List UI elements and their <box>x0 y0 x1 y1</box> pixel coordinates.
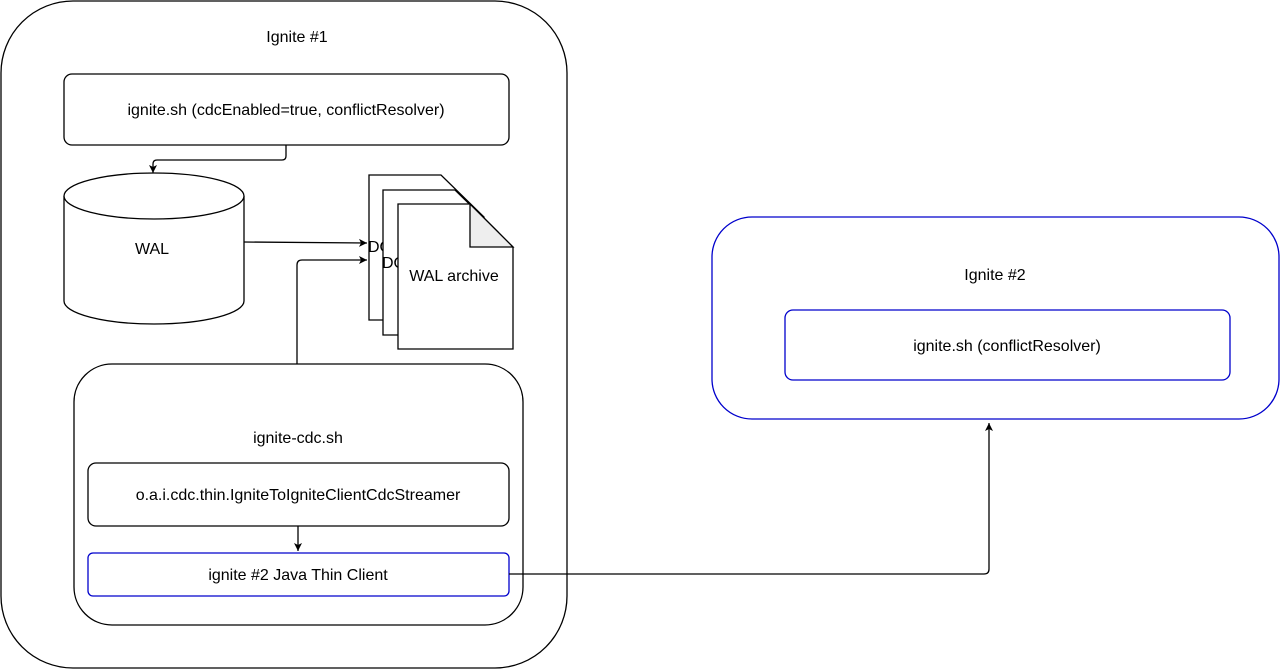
wal-label: WAL <box>135 241 169 258</box>
arrow-wal-to-archive <box>243 238 368 247</box>
arrow-cdc-to-archive <box>296 256 367 364</box>
ignite2-title: Ignite #2 <box>964 267 1025 284</box>
streamer-label: o.a.i.cdc.thin.IgniteToIgniteClientCdcSt… <box>136 487 461 504</box>
thin-client-label: ignite #2 Java Thin Client <box>208 567 388 584</box>
doc-front-fold <box>469 202 515 248</box>
ignite1-title: Ignite #1 <box>266 29 327 46</box>
wal-cylinder[interactable] <box>63 172 245 325</box>
ignite2-server-label: ignite.sh (conflictResolver) <box>913 338 1101 355</box>
wal-archive-label: WAL archive <box>409 268 499 285</box>
cdc-title: ignite-cdc.sh <box>253 430 343 447</box>
arrow-client-to-ignite2 <box>509 423 993 575</box>
arrow-server-to-wal <box>149 145 287 173</box>
wal-archive-stack[interactable]: DO DO <box>368 174 515 350</box>
ignite1-server-label: ignite.sh (cdcEnabled=true, conflictReso… <box>127 102 444 119</box>
ignite2-server-box[interactable] <box>784 309 1231 381</box>
